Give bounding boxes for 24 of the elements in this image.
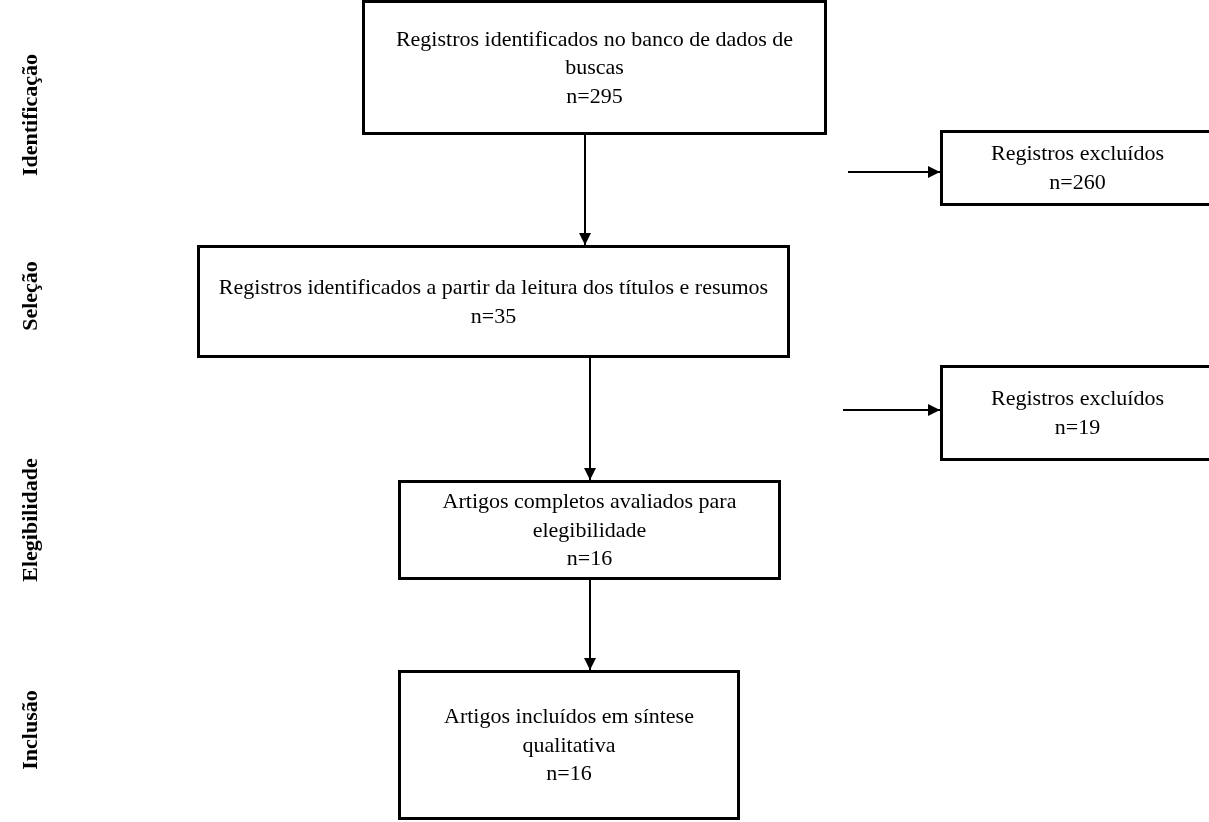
count-text: n=295 [566,81,623,110]
count-text: n=35 [470,301,517,330]
arrow [847,166,941,178]
count-text: n=16 [566,544,613,573]
box-text: Registros identificados a partir da leitura dos títulos e resumos [218,272,769,301]
arrow [579,134,591,246]
count-text: n=19 [1054,413,1101,441]
process-box [362,0,827,135]
stage-label: Inclusão [19,690,41,770]
count-text: n=260 [1049,168,1106,196]
stage-label: Elegibilidade [19,458,41,582]
count-text: n=16 [546,759,592,788]
process-box [940,130,1209,206]
process-box [197,245,790,358]
arrow [584,579,596,671]
process-box [940,365,1209,461]
arrow [842,404,941,416]
arrow [584,357,596,481]
box-text: Registros excluídos [991,384,1164,413]
process-box [398,670,740,820]
stage-label: Seleção [19,261,41,331]
process-box [398,480,781,580]
box-text: Registros excluídos [991,139,1164,168]
stage-label: Identificação [19,53,41,177]
